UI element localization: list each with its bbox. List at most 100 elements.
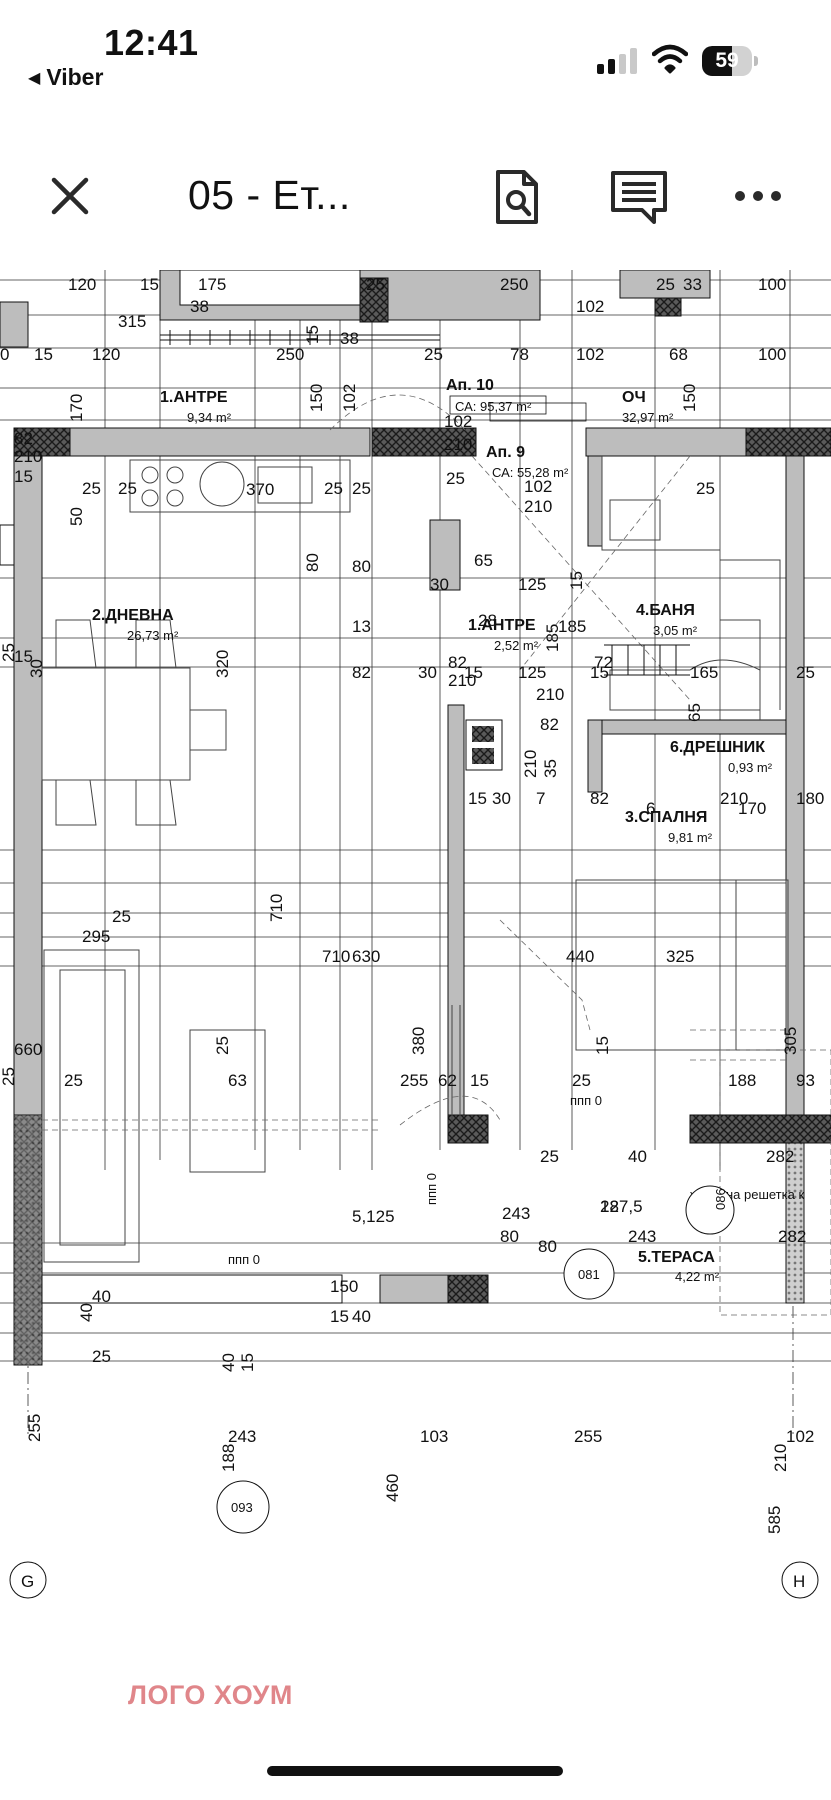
dimension-label: 440 xyxy=(566,947,594,966)
dimension-label: 210 xyxy=(536,685,564,704)
dimension-label: 0 xyxy=(0,345,9,364)
room-name-spalnia: 3.СПАЛНЯ xyxy=(625,809,707,826)
back-app-label: Viber xyxy=(46,64,104,90)
dimension-label: 15 xyxy=(567,571,586,590)
dimension-label: 15 xyxy=(14,467,33,486)
dimension-label: 120 xyxy=(68,275,96,294)
circle-marker-086 xyxy=(685,1185,735,1235)
room-labels: 1.АНТРЕ 9,34 m² 2.ДНЕВНА 26,73 m² 1.АНТР… xyxy=(92,389,773,1284)
room-area-terasa: 4,22 m² xyxy=(675,1269,720,1284)
dimension-label: 380 xyxy=(409,1027,428,1055)
dimension-label: 15 xyxy=(14,647,33,666)
dimension-label: 243 xyxy=(502,1204,530,1223)
dimension-label: 82 xyxy=(590,789,609,808)
room-name-antre-2: 1.АНТРЕ xyxy=(468,617,536,634)
wifi-icon xyxy=(652,44,688,74)
room-name-och: ОЧ xyxy=(622,389,646,406)
dimension-label: 78 xyxy=(510,345,529,364)
dimension-label: 188 xyxy=(219,1444,238,1472)
circle-label-081: 081 xyxy=(578,1267,600,1282)
dimension-label: 255 xyxy=(400,1071,428,1090)
dimension-label: 295 xyxy=(82,927,110,946)
more-icon[interactable] xyxy=(734,186,782,206)
dimension-label: 165 xyxy=(690,663,718,682)
dimension-label: 150 xyxy=(307,384,326,412)
dimension-label: 80 xyxy=(500,1227,519,1246)
dimension-label: 30 xyxy=(418,663,437,682)
floor-plan-viewer[interactable]: 1.АНТРЕ 9,34 m² 2.ДНЕВНА 26,73 m² 1.АНТР… xyxy=(0,270,831,1615)
dimension-label: 25 xyxy=(696,479,715,498)
document-title: 05 - Ет... xyxy=(188,172,351,218)
dimension-label: 72 xyxy=(594,653,613,672)
room-area-antre-2: 2,52 m² xyxy=(494,638,539,653)
dimension-label: 325 xyxy=(666,947,694,966)
dimension-label: 80 xyxy=(303,553,322,572)
dimension-label: 460 xyxy=(383,1474,402,1502)
dimension-label: 25 xyxy=(112,907,131,926)
dimension-label: 282 xyxy=(766,1147,794,1166)
room-name-terasa: 5.ТЕРАСА xyxy=(638,1249,715,1266)
dimension-label: 28 xyxy=(478,611,497,630)
document-toolbar: 05 - Ет... xyxy=(0,150,831,240)
floor-plan-drawing: 1.АНТРЕ 9,34 m² 2.ДНЕВНА 26,73 m² 1.АНТР… xyxy=(0,270,831,1599)
dimension-label: 25 xyxy=(572,1071,591,1090)
dimension-label: 102 xyxy=(786,1427,814,1446)
axis-marker-h xyxy=(781,1561,819,1599)
dimension-label: 102 xyxy=(444,412,472,431)
dimension-label: 100 xyxy=(758,275,786,294)
dimension-label: 25 xyxy=(424,345,443,364)
dimension-label: 33 xyxy=(683,275,702,294)
dimension-label: 40 xyxy=(628,1147,647,1166)
dimension-label: 710 xyxy=(322,947,350,966)
home-indicator[interactable] xyxy=(267,1766,563,1776)
dimension-label: 255 xyxy=(25,1414,44,1442)
dimension-label: 40 xyxy=(352,1307,371,1326)
dimension-label: 65 xyxy=(685,703,704,722)
dimension-label: 80 xyxy=(352,557,371,576)
dimension-label: 170 xyxy=(738,799,766,818)
room-name-dreshnik: 6.ДРЕШНИК xyxy=(670,739,765,756)
room-name-bania: 4.БАНЯ xyxy=(636,602,695,619)
dimension-label: 25 xyxy=(118,479,137,498)
watermark-logo: ЛОГО ХОУМ xyxy=(128,1680,293,1710)
dimension-label: 150 xyxy=(680,384,699,412)
battery-body xyxy=(702,46,752,76)
dimension-label: 180 xyxy=(796,789,824,808)
dimension-label: 102 xyxy=(524,477,552,496)
dimension-label: 15 xyxy=(470,1071,489,1090)
dimension-label: 30 xyxy=(430,575,449,594)
dimension-label: 15 xyxy=(590,663,609,682)
dimension-label: 25 xyxy=(213,1036,232,1055)
dimension-label: 188 xyxy=(728,1071,756,1090)
document-search-icon[interactable] xyxy=(494,168,540,226)
comment-icon[interactable] xyxy=(610,170,668,226)
room-area-bania: 3,05 m² xyxy=(653,623,698,638)
axis-label-h: H xyxy=(793,1572,805,1591)
dimension-label: 125 xyxy=(518,575,546,594)
ppp-label-top: ппп 0 xyxy=(228,1252,260,1267)
close-icon[interactable] xyxy=(48,174,92,218)
dimension-label: 82 xyxy=(352,663,371,682)
dimension-label: 120 xyxy=(92,345,120,364)
dimension-label: 210 xyxy=(521,750,540,778)
dimension-label: 13 xyxy=(352,617,371,636)
dimension-label: 150 xyxy=(330,1277,358,1296)
dimension-label: 15 xyxy=(330,1307,349,1326)
dimension-label: 25 xyxy=(446,469,465,488)
dimension-label: 35 xyxy=(541,759,560,778)
dimension-label: 80 xyxy=(538,1237,557,1256)
dimension-label: 185 xyxy=(543,624,562,652)
dimension-label: 25 xyxy=(324,479,343,498)
dimension-label: 82 xyxy=(448,653,467,672)
dimension-label: 255 xyxy=(574,1427,602,1446)
circle-label-086: 086 xyxy=(713,1188,728,1210)
back-to-app-link[interactable]: ◀ Viber xyxy=(28,64,103,91)
dimension-label: 210 xyxy=(448,671,476,690)
dimension-label: 210 xyxy=(524,497,552,516)
circle-marker-081 xyxy=(563,1248,615,1300)
room-area-dreshnik: 0,93 m² xyxy=(728,760,773,775)
dimension-label: 25 xyxy=(0,1067,18,1086)
dimension-label: 210 xyxy=(720,789,748,808)
back-triangle-icon: ◀ xyxy=(28,69,41,87)
